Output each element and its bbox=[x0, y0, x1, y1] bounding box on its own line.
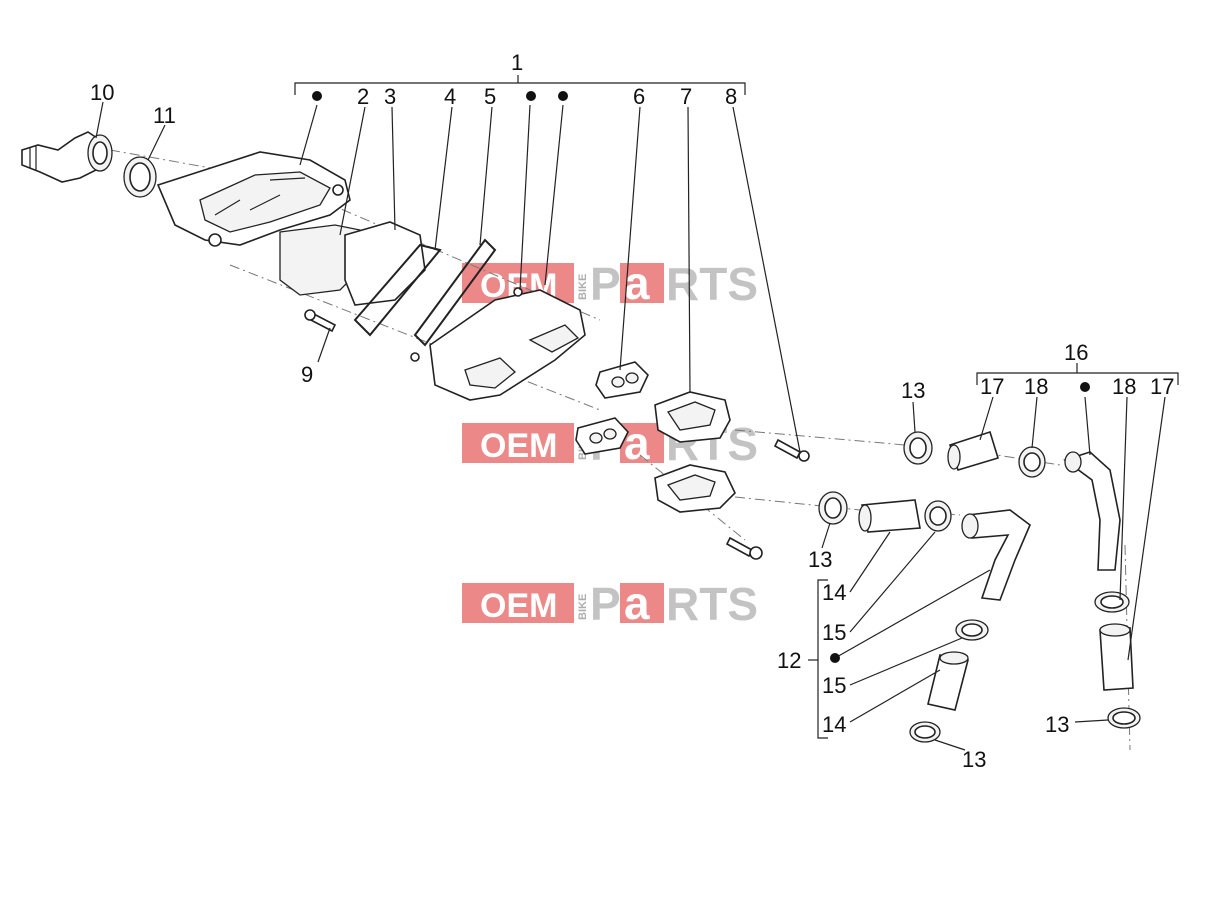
callout-12: 12 bbox=[777, 648, 801, 673]
callout-18-right: 18 bbox=[1112, 374, 1136, 399]
part-airbox-cover bbox=[156, 151, 351, 247]
svg-text:BIKE: BIKE bbox=[577, 594, 589, 620]
callout-14-lower: 14 bbox=[822, 712, 846, 737]
svg-text:a: a bbox=[624, 417, 650, 469]
part-bent-hose-upper bbox=[1063, 451, 1121, 571]
watermark-bottom: OEM BIKE P a RTS bbox=[462, 577, 758, 630]
part-13-clamp-b bbox=[818, 491, 848, 525]
callout-18-left: 18 bbox=[1024, 374, 1048, 399]
callout-17-right: 17 bbox=[1150, 374, 1174, 399]
callout-15-upper: 15 bbox=[822, 620, 846, 645]
part-7-valve-cover-lower bbox=[654, 464, 736, 513]
svg-text:P: P bbox=[590, 578, 621, 630]
part-18-clamp-upper bbox=[1018, 446, 1046, 478]
part-8-screw-lower bbox=[725, 536, 763, 560]
part-6-grommet-lower bbox=[575, 417, 629, 455]
part-8-screw-upper bbox=[773, 438, 810, 462]
part-7-valve-cover-upper bbox=[654, 391, 731, 443]
callout-14-upper: 14 bbox=[822, 580, 846, 605]
part-seal-upper bbox=[513, 287, 523, 297]
part-5-gasket bbox=[413, 238, 497, 347]
part-4-gasket bbox=[353, 243, 442, 337]
callout-2: 2 bbox=[357, 84, 369, 109]
callout-3: 3 bbox=[384, 84, 396, 109]
callout-10: 10 bbox=[90, 80, 114, 105]
callout-4: 4 bbox=[444, 84, 456, 109]
part-17-hose-lower bbox=[1099, 623, 1134, 691]
svg-text:a: a bbox=[624, 577, 650, 629]
part-9-screw bbox=[304, 309, 337, 333]
callout-11: 11 bbox=[153, 103, 176, 128]
part-14-hose-lower bbox=[927, 651, 969, 711]
callout-7: 7 bbox=[680, 84, 692, 109]
part-13-clamp-d bbox=[1107, 707, 1141, 729]
part-bent-hose-lower bbox=[961, 509, 1031, 601]
callout-13-right: 13 bbox=[1045, 712, 1069, 737]
part-17-hose-upper bbox=[947, 430, 1000, 471]
svg-text:P: P bbox=[590, 258, 621, 310]
callout-8: 8 bbox=[725, 84, 737, 109]
svg-text:OEM: OEM bbox=[480, 427, 557, 465]
callout-1: 1 bbox=[511, 50, 523, 75]
svg-text:RTS: RTS bbox=[666, 258, 758, 310]
svg-text:OEM: OEM bbox=[480, 587, 557, 625]
part-seal-lower bbox=[410, 352, 420, 362]
callout-labels: 1 2 3 4 5 6 7 8 10 11 9 16 13 17 18 18 1… bbox=[90, 50, 1174, 772]
part-15-clamp-middle bbox=[924, 500, 952, 532]
reference-dots bbox=[312, 91, 1090, 663]
callout-13-middle: 13 bbox=[808, 547, 832, 572]
part-6-grommet-upper bbox=[595, 361, 649, 399]
part-11-hose-clamp bbox=[123, 156, 157, 198]
svg-text:RTS: RTS bbox=[666, 578, 758, 630]
part-3-filter-sponge bbox=[344, 221, 426, 306]
part-14-hose-middle bbox=[858, 499, 921, 533]
part-10-elbow-connector bbox=[21, 131, 113, 183]
svg-text:BIKE: BIKE bbox=[577, 274, 589, 300]
callout-13-bottom: 13 bbox=[962, 747, 986, 772]
part-15-clamp-lower bbox=[955, 619, 989, 641]
leader-lines bbox=[95, 75, 1179, 751]
part-18-clamp-lower bbox=[1094, 591, 1130, 613]
part-13-clamp-c bbox=[909, 721, 941, 743]
callout-13-top: 13 bbox=[901, 378, 925, 403]
callout-17-left: 17 bbox=[980, 374, 1004, 399]
part-13-clamp-a bbox=[903, 431, 933, 465]
callout-16: 16 bbox=[1064, 340, 1088, 365]
callout-6: 6 bbox=[633, 84, 645, 109]
callout-15-lower: 15 bbox=[822, 673, 846, 698]
callout-9: 9 bbox=[301, 362, 313, 387]
callout-5: 5 bbox=[484, 84, 496, 109]
